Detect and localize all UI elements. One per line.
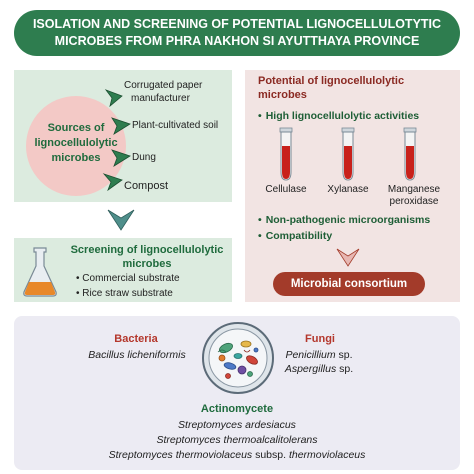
source-item-1a: Corrugated paper [124,80,203,91]
test-tubes [279,127,417,181]
test-tube-icon [279,127,293,181]
source-item-4: Compost [124,180,169,192]
potential-title-line-1: Potential of lignocellulolytic [258,75,405,87]
sources-label: Sources of lignocellulolytic microbes [26,121,126,166]
compatibility-text: Compatibility [265,230,333,242]
source-item-1b: manufacturer [131,93,190,104]
sources-label-line-3: microbes [51,152,101,164]
bullet-dot: • [76,273,83,284]
source-item-2: Plant-cultivated soil [132,120,219,131]
fungi-sp-2: sp. [336,363,354,375]
screening-item-1: • Commercial substrate [76,273,180,284]
screening-item-2-text: Rice straw substrate [82,288,173,299]
screening-item-1-text: Commercial substrate [82,273,180,284]
title-line-2: MICROBES FROM PHRA NAKHON SI AYUTTHAYA P… [54,34,420,48]
bullet-dot: • [76,288,83,299]
actinomycete-title: Actinomycete [200,403,274,415]
non-pathogenic-bullet: •Non-pathogenic microorganisms [258,214,430,226]
down-chevron-icon [336,248,360,267]
bacteria-title: Bacteria [114,333,158,345]
flask-icon [23,247,57,297]
source-arrows [102,89,131,192]
sources-label-line-2: lignocellulolytic [34,137,118,149]
screening-item-2: • Rice straw substrate [76,288,173,299]
fungi-sp-1: sp. [335,349,353,361]
triangle-arrow-icon [111,149,131,167]
actinomycete-species-3: Streptomyces thermoviolaceus subsp. ther… [20,449,454,461]
title-banner: ISOLATION AND SCREENING OF POTENTIAL LIG… [14,10,460,56]
triangle-arrow-icon [104,89,123,108]
actinomycete-subsp-name: thermoviolaceus [288,449,366,461]
sources-label-line-1: Sources of [47,122,105,134]
title-line-1: ISOLATION AND SCREENING OF POTENTIAL LIG… [32,17,442,31]
triangle-arrow-icon [111,117,131,135]
bullet-dot: • [258,110,262,122]
tube-label-peroxidase: peroxidase [389,196,439,207]
test-tube-icon [341,127,355,181]
source-item-3: Dung [132,152,156,163]
actinomycete-species-3-name: Streptomyces thermoviolaceus [108,449,253,461]
tube-label-cellulase: Cellulase [265,184,307,195]
potential-title: Potential of lignocellulolytic microbes [258,74,458,102]
actinomycete-species-1: Streptomyces ardesiacus [178,419,296,431]
screening-title-line-2: microbes [122,258,172,270]
fungi-title: Fungi [305,333,335,345]
bullet-dot: • [258,230,262,242]
petri-dish-icon [202,322,274,394]
potential-title-line-2: microbes [258,89,307,101]
tube-label-manganese: Manganese [387,184,441,195]
microbial-consortium-badge: Microbial consortium [273,272,425,296]
bacteria-species: Bacillus licheniformis [88,349,186,361]
actinomycete-species-2: Streptomyces thermoalcalitolerans [156,434,318,446]
actinomycete-subsp-label: subsp. [252,449,289,461]
test-tube-icon [403,127,417,181]
compatibility-bullet: •Compatibility [258,230,332,242]
high-activity-text: High lignocellulolytic activities [265,110,420,122]
down-chevron-icon [107,209,135,231]
bullet-dot: • [258,214,262,226]
potential-panel [245,70,460,302]
screening-title: Screening of lignocellulolytic microbes [64,243,230,271]
triangle-arrow-icon [102,173,123,192]
high-activity-bullet: •High lignocellulolytic activities [258,110,419,122]
tube-label-xylanase: Xylanase [327,184,369,195]
screening-title-line-1: Screening of lignocellulolytic [70,244,224,256]
fungi-species-2: Aspergillus sp. [264,363,374,375]
non-pathogenic-text: Non-pathogenic microorganisms [265,214,431,226]
fungi-genus-2: Aspergillus [284,363,337,375]
fungi-genus-1: Penicillium [285,349,336,361]
fungi-species-1: Penicillium sp. [264,349,374,361]
